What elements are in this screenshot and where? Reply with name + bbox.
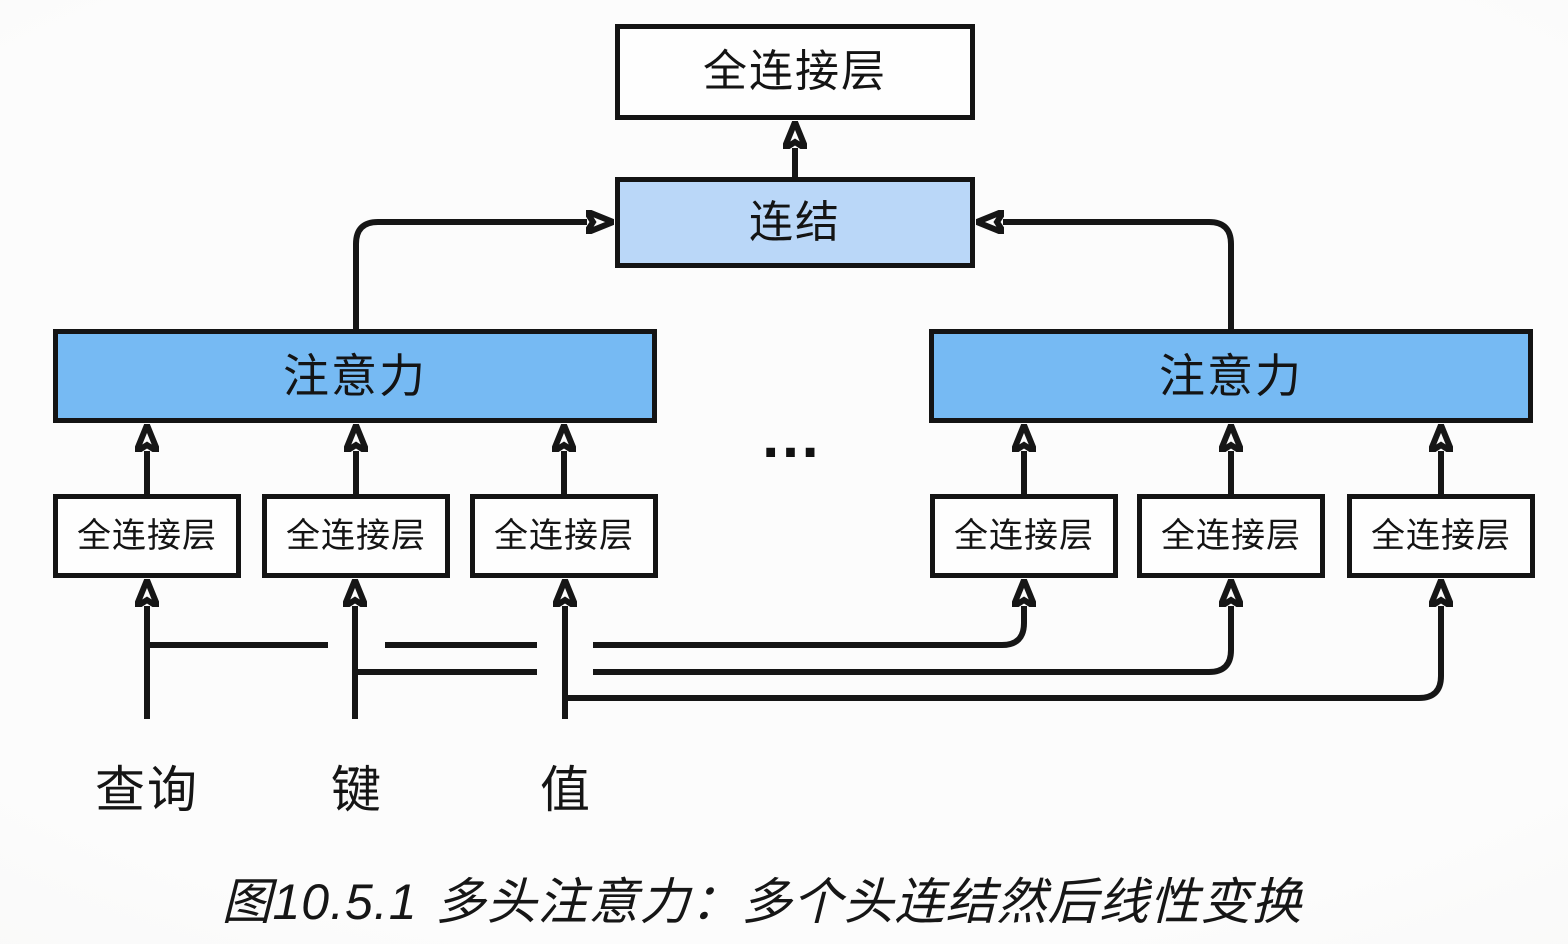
output-fc-box: 全连接层 xyxy=(615,24,975,120)
output-fc-label: 全连接层 xyxy=(703,47,887,96)
attention-right-label: 注意力 xyxy=(1159,350,1303,402)
arrow-attention-right-to-concat xyxy=(1003,222,1234,329)
attention-box-left: 注意力 xyxy=(53,329,657,423)
fc-label: 全连接层 xyxy=(286,517,426,555)
fc-box-query-left: 全连接层 xyxy=(53,494,241,578)
fc-box-key-right: 全连接层 xyxy=(1137,494,1325,578)
fc-box-value-right: 全连接层 xyxy=(1347,494,1535,578)
attention-left-label: 注意力 xyxy=(283,350,427,402)
figure-caption-text: 多头注意力：多个头连结然后线性变换 xyxy=(435,874,1303,930)
fc-box-key-left: 全连接层 xyxy=(262,494,450,578)
input-label-value: 值 xyxy=(540,762,592,818)
figure-number: 图10.5.1 xyxy=(221,874,418,930)
figure-caption: 图10.5.1 多头注意力：多个头连结然后线性变换 xyxy=(221,862,1302,934)
fc-box-value-left: 全连接层 xyxy=(470,494,658,578)
input-label-query: 查询 xyxy=(95,762,199,818)
arrow-value-to-fc6 xyxy=(565,606,1441,701)
concat-box: 连结 xyxy=(615,177,975,268)
concat-label: 连结 xyxy=(749,197,841,247)
fc-box-query-right: 全连接层 xyxy=(930,494,1118,578)
fc-label: 全连接层 xyxy=(494,517,634,555)
fc-label: 全连接层 xyxy=(954,517,1094,555)
fc-label: 全连接层 xyxy=(77,517,217,555)
input-label-key: 键 xyxy=(331,762,383,818)
arrow-key-to-fc5 xyxy=(593,606,1231,675)
fc-label: 全连接层 xyxy=(1371,517,1511,555)
arrow-attention-left-to-concat xyxy=(353,222,587,329)
ellipsis-more-heads: … xyxy=(759,402,828,471)
arrow-query-to-fc4 xyxy=(593,606,1024,648)
fc-label: 全连接层 xyxy=(1161,517,1301,555)
attention-box-right: 注意力 xyxy=(929,329,1533,423)
